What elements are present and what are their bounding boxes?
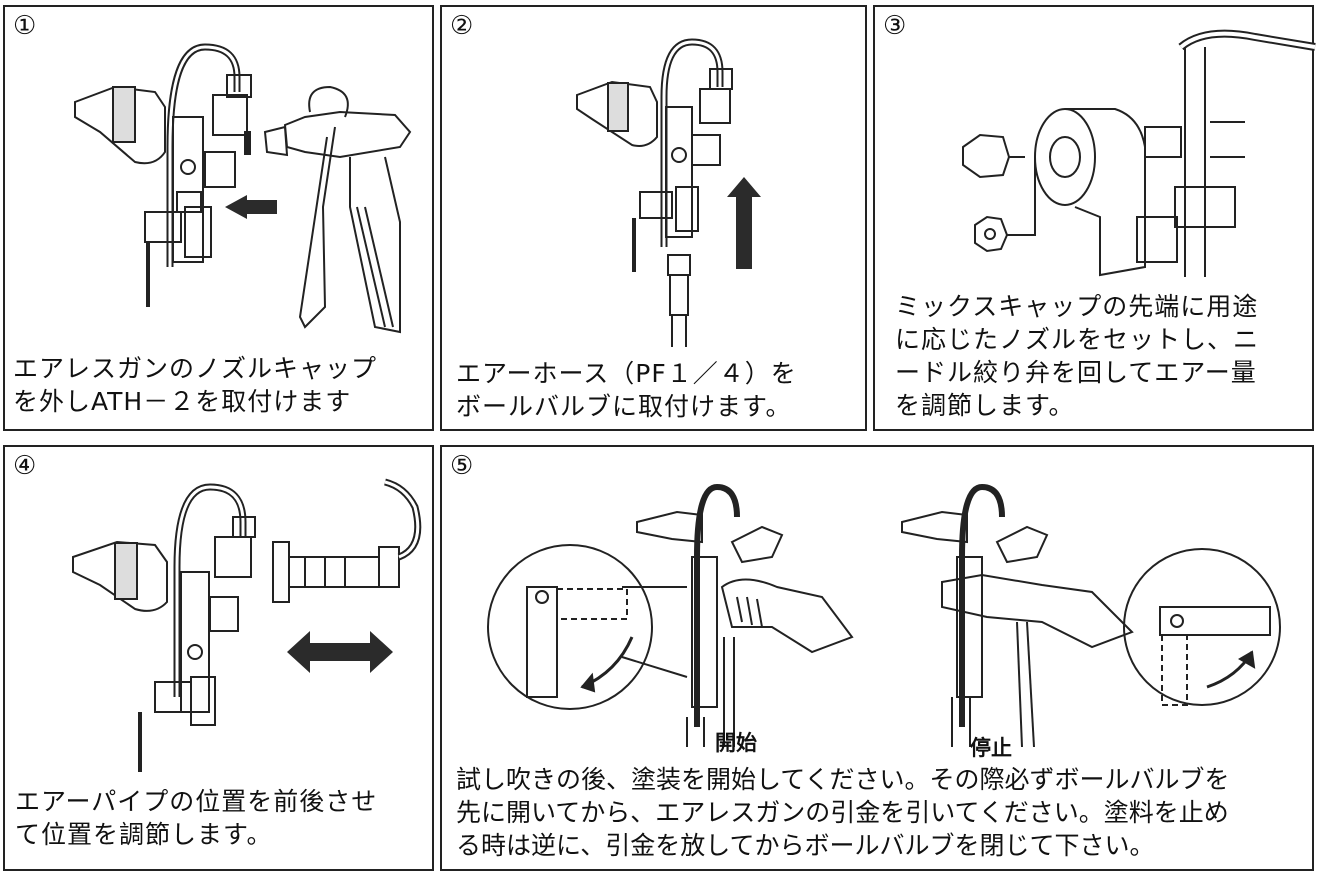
step-caption-line: を外しATH－２を取付けます: [13, 387, 352, 416]
step-caption-line: ードル絞り弁を回してエアー量: [895, 358, 1257, 387]
air-pipe-adjustment-illustration: [5, 447, 436, 787]
step-caption-line: を調節します。: [895, 391, 1075, 420]
step-caption-line: る時は逆に、引金を放してからボールバルブを閉じて下さい。: [456, 831, 1155, 860]
step-caption-line: ボールバルブに取付けます。: [456, 392, 792, 421]
mix-cap-nozzle-illustration: [875, 7, 1316, 287]
start-stop-operation-illustration: [442, 447, 1316, 747]
step-caption-line: 先に開いてから、エアレスガンの引金を引いてください。塗料を止め: [456, 798, 1229, 827]
step-caption-line: て位置を調節します。: [15, 820, 273, 849]
step-number: ①: [13, 11, 37, 41]
step-4-panel: ④ エアーパイプの位置を前後させ て位置を調節します。: [3, 445, 434, 871]
stop-label: 停止: [970, 736, 1012, 760]
step-5-panel: ⑤ 開始: [440, 445, 1314, 871]
step-caption-line: 試し吹きの後、塗装を開始してください。その際必ずボールバルブを: [456, 765, 1230, 794]
step-1-panel: ① エアレスガンのノズルキャップ を外しATH－２を取付けます: [3, 5, 434, 431]
step-caption-line: エアーホース（PF１／４）を: [456, 359, 797, 388]
step-caption-line: に応じたノズルをセットし、ニ: [895, 325, 1260, 354]
step-2-panel: ② エアーホース（PF１／４）を ボールバルブに取付けます。: [440, 5, 867, 431]
step-caption-line: エアレスガンのノズルキャップ: [13, 354, 378, 383]
step-number: ②: [450, 11, 474, 41]
start-label: 開始: [715, 731, 757, 755]
air-hose-attachment-illustration: [442, 7, 761, 347]
step-caption-line: ミックスキャップの先端に用途: [895, 292, 1259, 321]
step-caption-line: エアーパイプの位置を前後させ: [15, 787, 378, 816]
step-3-panel: ③ ミックスキャップの先端に用途 に応じたノズルをセットし、ニ ードル絞り弁を回…: [873, 5, 1314, 431]
step-number: ⑤: [450, 451, 474, 481]
step-number: ③: [883, 11, 907, 41]
step-number: ④: [13, 451, 37, 481]
airless-gun-attachment-illustration: [5, 7, 436, 347]
